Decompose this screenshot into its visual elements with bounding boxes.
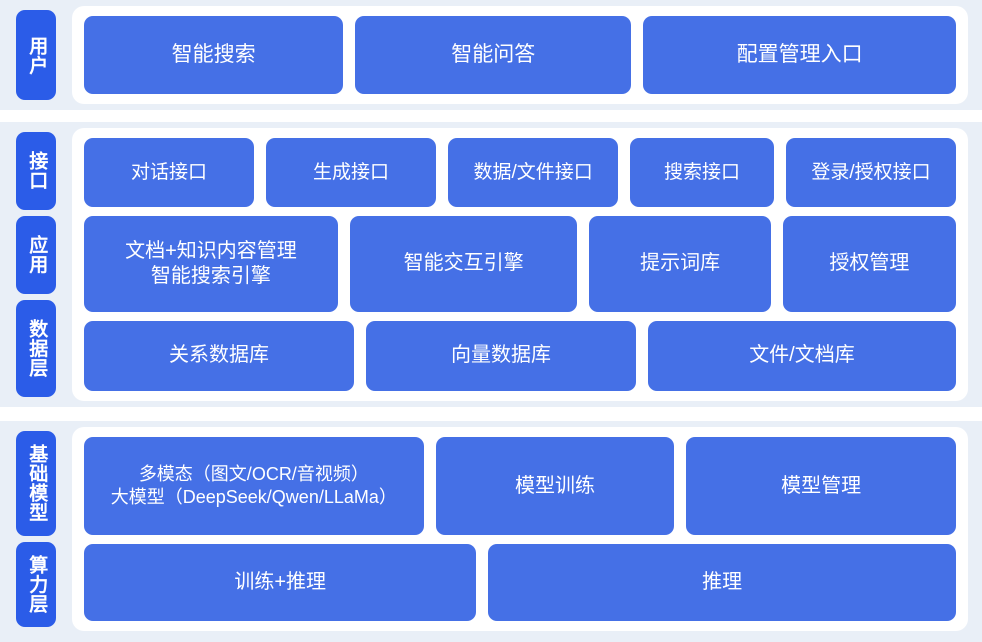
box-interaction-engine[interactable]: 智能交互引擎 [349,216,578,312]
box-search-interface[interactable]: 搜索接口 [630,138,774,208]
panel-separator-1 [0,110,982,122]
rail-tab-application[interactable]: 应用 [16,215,56,294]
box-intelligent-search[interactable]: 智能搜索 [84,16,344,94]
rail-users: 用户 [0,6,72,104]
rail-foundation: 基础模型 算力层 [0,427,72,631]
box-data-file-interface[interactable]: 数据/文件接口 [448,138,619,208]
panel-foundation: 基础模型 算力层 多模态（图文/OCR/音视频） 大模型（DeepSeek/Qw… [0,421,982,637]
box-generation-interface[interactable]: 生成接口 [266,138,437,208]
box-login-auth-interface[interactable]: 登录/授权接口 [785,138,956,208]
box-prompt-library[interactable]: 提示词库 [589,216,771,312]
rail-tab-interface[interactable]: 接口 [16,132,56,210]
card-users: 智能搜索 智能问答 配置管理入口 [72,6,968,104]
row-data-layer: 关系数据库 向量数据库 文件/文档库 [84,320,956,392]
panel-application: 接口 应用 数据层 对话接口 生成接口 数据/文件接口 搜索接口 登录/授权接口… [0,122,982,407]
row-interface: 对话接口 生成接口 数据/文件接口 搜索接口 登录/授权接口 [84,138,956,208]
box-dialog-interface[interactable]: 对话接口 [84,138,255,208]
box-doc-knowledge-management[interactable]: 文档+知识内容管理 智能搜索引擎 [84,216,338,312]
row-application-services: 文档+知识内容管理 智能搜索引擎 智能交互引擎 提示词库 授权管理 [84,216,956,312]
row-compute-layer: 训练+推理 推理 [84,544,956,621]
box-authorization-management[interactable]: 授权管理 [782,216,956,312]
rail-tab-compute-layer[interactable]: 算力层 [16,541,56,627]
rail-tab-data-layer[interactable]: 数据层 [16,299,56,397]
box-relational-database[interactable]: 关系数据库 [84,320,354,392]
rail-tab-user[interactable]: 用户 [16,10,56,100]
box-config-management-entry[interactable]: 配置管理入口 [643,16,956,94]
row-user-entries: 智能搜索 智能问答 配置管理入口 [84,16,956,94]
box-training-plus-inference[interactable]: 训练+推理 [84,544,477,621]
box-model-training[interactable]: 模型训练 [435,437,675,536]
panel-separator-2 [0,407,982,421]
panel-users: 用户 智能搜索 智能问答 配置管理入口 [0,0,982,110]
row-foundation-models: 多模态（图文/OCR/音视频） 大模型（DeepSeek/Qwen/LLaMa）… [84,437,956,536]
box-vector-database[interactable]: 向量数据库 [365,320,636,392]
card-foundation: 多模态（图文/OCR/音视频） 大模型（DeepSeek/Qwen/LLaMa）… [72,427,968,631]
rail-tab-foundation-model[interactable]: 基础模型 [16,431,56,536]
box-inference[interactable]: 推理 [488,544,956,621]
card-application: 对话接口 生成接口 数据/文件接口 搜索接口 登录/授权接口 文档+知识内容管理… [72,128,968,401]
rail-application: 接口 应用 数据层 [0,128,72,401]
box-multimodal-large-model[interactable]: 多模态（图文/OCR/音视频） 大模型（DeepSeek/Qwen/LLaMa） [84,437,424,536]
box-intelligent-qa[interactable]: 智能问答 [355,16,632,94]
box-file-document-store[interactable]: 文件/文档库 [647,320,956,392]
box-model-management[interactable]: 模型管理 [686,437,956,536]
